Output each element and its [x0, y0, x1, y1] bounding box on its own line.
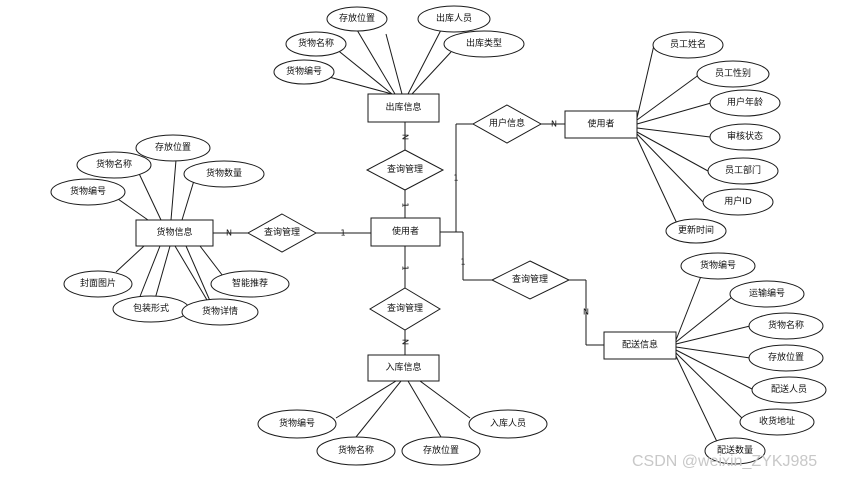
- attribute-in-no: 货物编号: [257, 409, 337, 439]
- attribute-d-tno: 运输编号: [729, 280, 805, 308]
- relationship-inbound: 查询管理: [369, 287, 441, 331]
- cardinality-label: N: [583, 308, 589, 317]
- attribute-label: 员工姓名: [670, 38, 706, 50]
- attribute-d-name: 货物名称: [748, 312, 824, 340]
- cardinality-label: 1: [340, 229, 345, 238]
- attribute-label: 货物编号: [286, 65, 322, 77]
- attribute-label: 收货地址: [759, 415, 795, 427]
- entity-user-label: 使用者: [392, 225, 419, 237]
- attribute-m-id: 用户ID: [702, 188, 774, 216]
- entity-inbound: 入库信息: [367, 354, 440, 382]
- attribute-m-status: 审核状态: [709, 123, 781, 151]
- attribute-label: 货物详情: [202, 305, 238, 317]
- attribute-label: 货物编号: [279, 417, 315, 429]
- attribute-label: 货物名称: [298, 37, 334, 49]
- attribute-m-name: 员工姓名: [652, 31, 724, 59]
- attribute-d-person: 配送人员: [751, 376, 827, 404]
- entity-delivery: 配送信息: [603, 331, 677, 360]
- attribute-label: 出库类型: [466, 37, 502, 49]
- attribute-d-pos: 存放位置: [748, 344, 824, 372]
- relationship-outbound-label: 查询管理: [387, 163, 423, 175]
- attribute-label: 货物数量: [206, 167, 242, 179]
- attribute-m-gender: 员工性别: [696, 60, 770, 88]
- attribute-g-pack: 包装形式: [112, 295, 190, 323]
- attribute-g-qty: 货物数量: [183, 160, 265, 188]
- attribute-in-person: 入库人员: [468, 409, 548, 439]
- entity-goods-label: 货物信息: [156, 226, 192, 238]
- relationship-delivery-label: 查询管理: [512, 273, 548, 285]
- cardinality-label: 1: [401, 202, 410, 207]
- attribute-m-time: 更新时间: [665, 218, 727, 244]
- attribute-m-dept: 员工部门: [707, 157, 779, 185]
- attribute-label: 货物名称: [338, 444, 374, 456]
- cardinalities: N 1 N 1 1 N 1 N 1 N: [226, 120, 589, 346]
- attribute-label: 货物名称: [96, 158, 132, 170]
- entity-outbound: 出库信息: [367, 93, 440, 123]
- attribute-label: 入库人员: [490, 417, 526, 429]
- attribute-label: 员工部门: [725, 164, 761, 176]
- attribute-label: 货物名称: [768, 319, 804, 331]
- attribute-label: 配送人员: [771, 383, 807, 395]
- attribute-label: 存放位置: [339, 12, 375, 24]
- attribute-label: 包装形式: [133, 302, 169, 314]
- attribute-label: 存放位置: [423, 444, 459, 456]
- attribute-label: 智能推荐: [232, 277, 268, 289]
- attribute-label: 员工性别: [715, 67, 751, 79]
- attribute-label: 存放位置: [768, 351, 804, 363]
- entity-inbound-label: 入库信息: [385, 361, 421, 373]
- attribute-g-name: 货物名称: [76, 151, 152, 179]
- relationship-goods: 查询管理: [246, 213, 318, 253]
- attribute-label: 货物编号: [70, 185, 106, 197]
- attribute-out-person: 出库人员: [417, 5, 491, 33]
- attribute-g-img: 封面图片: [63, 270, 133, 298]
- attribute-label: 更新时间: [678, 224, 714, 236]
- cardinality-label: N: [401, 339, 410, 345]
- attribute-label: 用户年龄: [727, 96, 763, 108]
- attribute-out-no: 货物编号: [273, 59, 335, 85]
- entity-user: 使用者: [370, 217, 441, 247]
- attribute-in-pos: 存放位置: [401, 436, 481, 466]
- relationship-delivery: 查询管理: [490, 260, 571, 300]
- entity-goods: 货物信息: [135, 219, 214, 247]
- entity-delivery-label: 配送信息: [622, 339, 658, 351]
- attribute-label: 封面图片: [80, 277, 116, 289]
- cardinality-label: 1: [460, 258, 465, 267]
- attribute-out-name: 货物名称: [285, 31, 347, 57]
- entity-outbound-label: 出库信息: [385, 101, 421, 113]
- relationship-outbound: 查询管理: [365, 149, 445, 191]
- attribute-label: 配送数量: [717, 444, 753, 456]
- attribute-label: 审核状态: [727, 130, 763, 142]
- cardinality-label: N: [551, 120, 557, 129]
- attribute-d-addr: 收货地址: [739, 408, 815, 436]
- cardinality-label: 1: [401, 265, 410, 270]
- attribute-label: 货物编号: [700, 259, 736, 271]
- attribute-label: 出库人员: [436, 12, 472, 24]
- attribute-d-qty: 配送数量: [704, 437, 766, 465]
- attribute-label: 存放位置: [155, 141, 191, 153]
- cardinality-label: 1: [453, 174, 458, 183]
- relationship-goods-label: 查询管理: [264, 226, 300, 238]
- attribute-in-name: 货物名称: [316, 436, 396, 466]
- relationship-userinfo-label: 用户信息: [489, 117, 525, 129]
- entity-member: 使用者: [564, 110, 638, 139]
- relationship-inbound-label: 查询管理: [387, 302, 423, 314]
- attribute-d-no: 货物编号: [680, 252, 756, 280]
- attribute-g-smart: 智能推荐: [210, 270, 290, 298]
- attribute-out-type: 出库类型: [443, 30, 525, 58]
- attribute-g-no: 货物编号: [50, 178, 126, 206]
- relationship-userinfo: 用户信息: [471, 104, 543, 144]
- cardinality-label: N: [401, 134, 410, 140]
- entity-member-label: 使用者: [587, 118, 614, 130]
- watermark-text: CSDN @weixin_ZYKJ985: [632, 453, 817, 470]
- attribute-out-pos: 存放位置: [326, 6, 388, 32]
- attribute-g-pos: 存放位置: [135, 134, 211, 162]
- attribute-label: 用户ID: [724, 195, 752, 207]
- attribute-label: 运输编号: [749, 287, 785, 299]
- attribute-g-detail: 货物详情: [181, 298, 259, 326]
- cardinality-label: N: [226, 229, 232, 238]
- attribute-m-age: 用户年龄: [709, 89, 781, 117]
